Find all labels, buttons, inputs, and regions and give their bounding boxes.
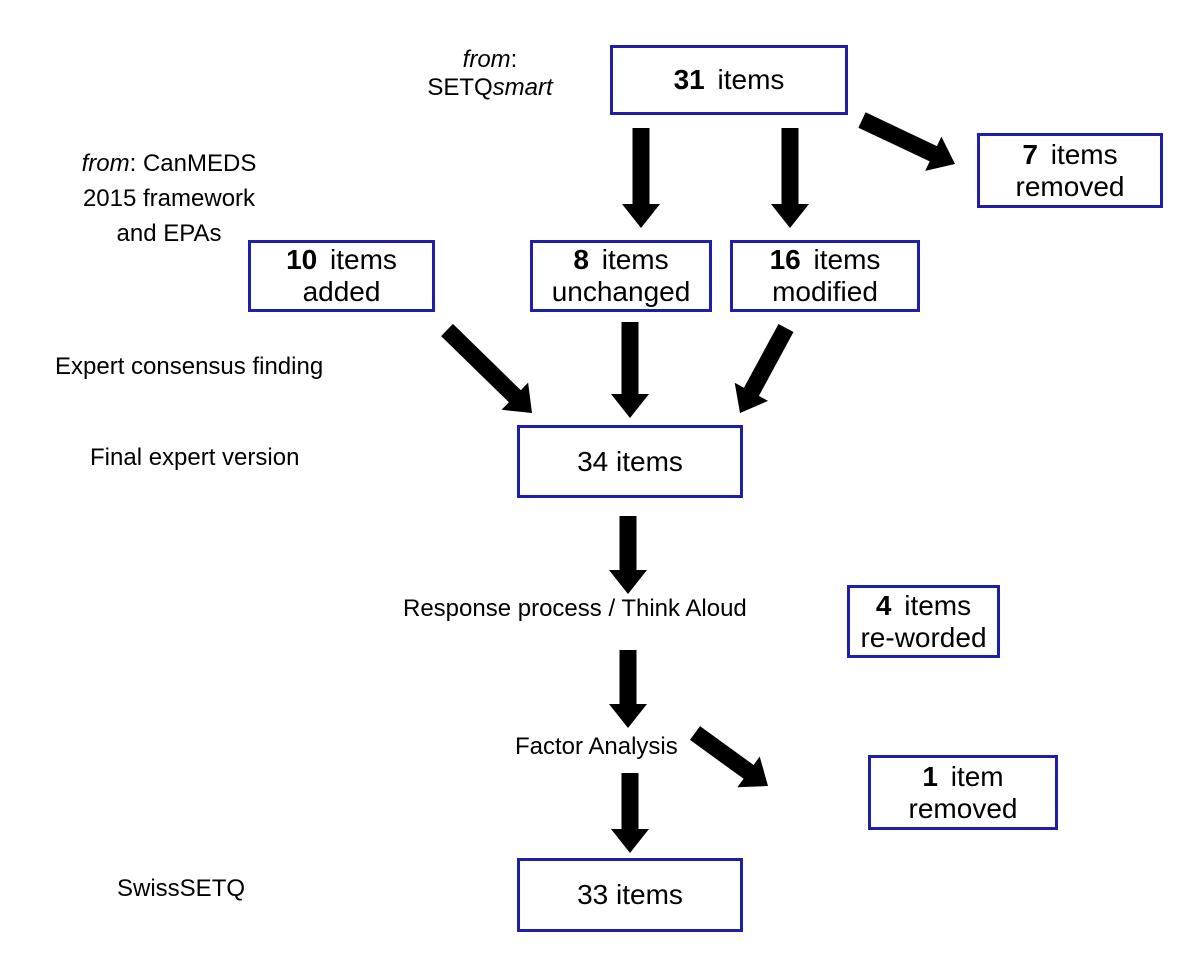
box-line: 4 items xyxy=(875,589,972,621)
box-34-items: 34 items xyxy=(517,425,743,498)
box-line: 10 items xyxy=(286,244,397,275)
box-line: removed xyxy=(1015,170,1125,202)
box-line: unchanged xyxy=(551,276,691,307)
box-1-item-removed: 1 item removed xyxy=(868,755,1058,830)
arrow-31-to-16-modified xyxy=(771,128,809,228)
arrow-16-modified-to-34 xyxy=(734,324,794,413)
label-final-expert-version: Final expert version xyxy=(90,444,300,471)
arrow-8-unchanged-to-34 xyxy=(611,322,649,418)
box-line: 7 items xyxy=(1022,138,1118,170)
label-from-canmeds: from: CanMEDS 2015 framework and EPAs xyxy=(38,146,300,251)
box-16-items-modified: 16 items modified xyxy=(730,240,920,312)
label-line: from: CanMEDS xyxy=(81,150,257,177)
box-line: added xyxy=(302,276,381,307)
box-31-items: 31 items xyxy=(610,45,848,115)
box-line: 1 item xyxy=(922,760,1004,792)
box-4-items-reworded: 4 items re-worded xyxy=(847,585,1000,658)
label-response-process: Response process / Think Aloud xyxy=(403,595,747,622)
arrow-34-to-response xyxy=(609,516,647,594)
label-line: and EPAs xyxy=(116,220,222,247)
arrow-response-to-factor xyxy=(609,650,647,728)
label-factor-analysis: Factor Analysis xyxy=(515,733,678,760)
label-line: from: xyxy=(462,46,518,73)
label-swisssetq: SwissSETQ xyxy=(117,875,246,902)
arrow-10-added-to-34 xyxy=(441,323,532,413)
box-10-items-added: 10 items added xyxy=(248,240,435,312)
label-expert-consensus-finding: Expert consensus finding xyxy=(55,353,324,380)
box-33-items: 33 items xyxy=(517,858,743,932)
box-8-items-unchanged: 8 items unchanged xyxy=(530,240,712,312)
arrow-31-to-7-removed xyxy=(858,112,955,171)
box-line: 34 items xyxy=(577,445,683,477)
box-line: removed xyxy=(908,792,1018,824)
arrow-factor-to-33 xyxy=(611,773,649,853)
label-line: 2015 framework xyxy=(82,185,256,212)
label-from-setqsmart: from: SETQsmart xyxy=(379,46,601,102)
box-line: modified xyxy=(772,276,878,307)
box-line: 33 items xyxy=(577,879,683,910)
box-line: 16 items xyxy=(769,244,881,275)
arrow-factor-to-1-removed xyxy=(690,726,768,788)
box-line: 8 items xyxy=(573,244,669,275)
box-line: re-worded xyxy=(860,621,987,653)
label-line: SETQsmart xyxy=(427,74,553,101)
arrow-31-to-8-unchanged xyxy=(622,128,660,228)
box-7-items-removed: 7 items removed xyxy=(977,133,1163,208)
box-line: 31 items xyxy=(673,64,785,95)
